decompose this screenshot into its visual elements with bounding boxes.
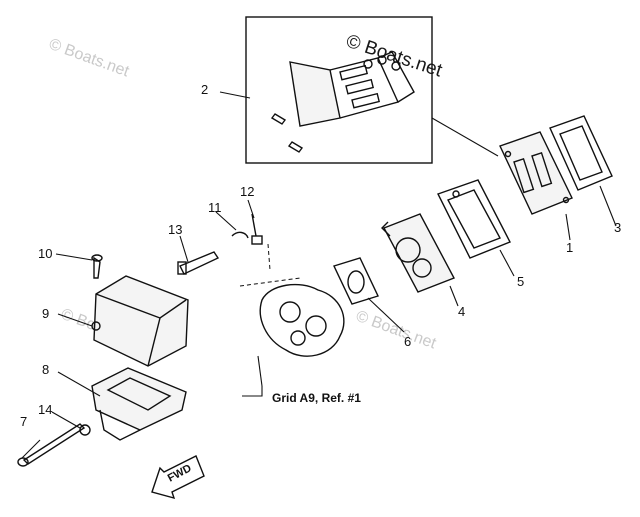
inset-screw-2 bbox=[287, 141, 304, 153]
part-1-reed-valve bbox=[499, 131, 573, 215]
callout-11: 11 bbox=[208, 200, 222, 215]
grid-reference-label: Grid A9, Ref. #1 bbox=[272, 391, 361, 405]
part-8-silencer-base bbox=[91, 367, 187, 441]
fwd-arrow: FWD bbox=[151, 455, 205, 500]
callout-2: 2 bbox=[201, 82, 208, 97]
part-9-silencer-cover bbox=[91, 275, 189, 367]
part-7-bolt bbox=[17, 423, 86, 467]
inset-reed-plate bbox=[289, 61, 341, 127]
part-13-pin bbox=[177, 251, 220, 275]
inset-reed-block bbox=[329, 57, 399, 119]
grid-reference: Grid A9, Ref. #1 bbox=[242, 355, 361, 405]
callout-4: 4 bbox=[458, 304, 465, 319]
intake-manifold bbox=[239, 243, 345, 357]
watermark-top-left: © Boats.net bbox=[47, 36, 132, 81]
watermark-center-right: © Boats.net bbox=[354, 308, 439, 353]
callout-8: 8 bbox=[42, 362, 49, 377]
callout-14: 14 bbox=[38, 402, 52, 417]
part-3-gasket bbox=[549, 115, 613, 191]
callout-5: 5 bbox=[517, 274, 524, 289]
callout-10: 10 bbox=[38, 246, 52, 261]
part-5-gasket bbox=[437, 179, 511, 259]
callout-9: 9 bbox=[42, 306, 49, 321]
callout-3: 3 bbox=[614, 220, 621, 235]
callout-13: 13 bbox=[168, 222, 182, 237]
callout-7: 7 bbox=[20, 414, 27, 429]
part-10-screw bbox=[91, 254, 103, 279]
inset-frame bbox=[245, 16, 433, 164]
part-11-clip bbox=[231, 231, 249, 239]
callout-1: 1 bbox=[566, 240, 573, 255]
inset-screw-1 bbox=[270, 113, 287, 125]
part-4-carburetor bbox=[381, 213, 455, 293]
part-6-gasket bbox=[333, 257, 379, 305]
part-12-fitting bbox=[251, 213, 263, 245]
callout-12: 12 bbox=[240, 184, 254, 199]
reed-valve-inset bbox=[245, 16, 433, 164]
fwd-label: FWD bbox=[166, 462, 194, 484]
callout-6: 6 bbox=[404, 334, 411, 349]
